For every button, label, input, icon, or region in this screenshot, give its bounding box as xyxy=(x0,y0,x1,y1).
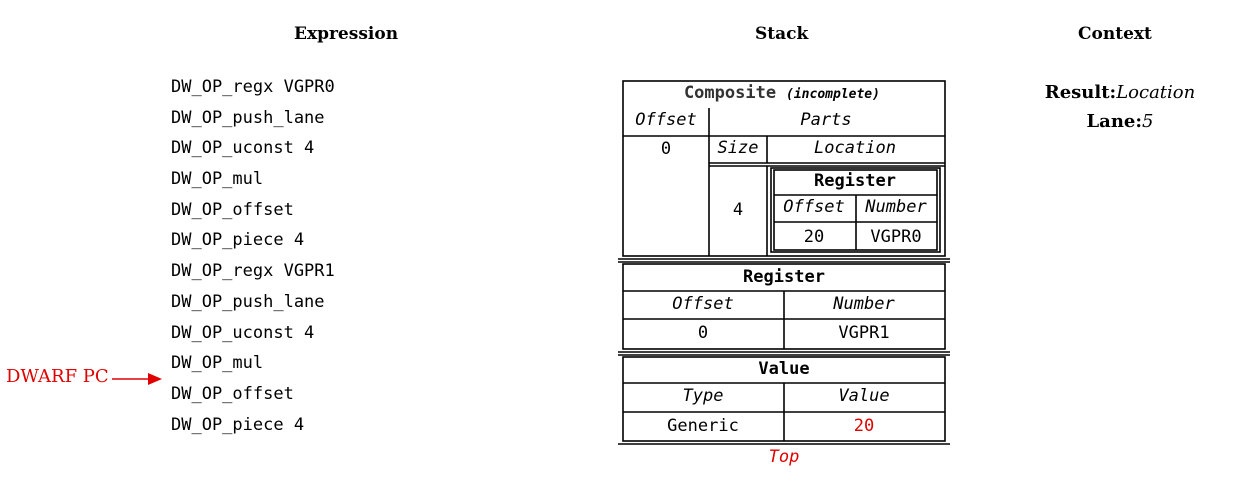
expression-op: DW_OP_mul xyxy=(171,353,264,374)
expression-op-list: DW_OP_regx VGPR0 DW_OP_push_lane DW_OP_u… xyxy=(171,72,335,440)
composite-entry-box xyxy=(622,80,946,257)
inner-register-title: Register xyxy=(814,171,896,191)
context-lane-label: Lane: xyxy=(1086,111,1143,132)
expression-op: DW_OP_uconst 4 xyxy=(171,138,315,159)
composite-parts-label: Parts xyxy=(800,110,851,130)
expression-op: DW_OP_offset xyxy=(171,383,294,404)
inner-register-box xyxy=(770,167,941,253)
context-panel: Result:Location Lane:5 xyxy=(1020,78,1220,136)
register-entry-title: Register xyxy=(743,267,825,287)
value-entry-value-label: Value xyxy=(838,386,889,406)
stack-top-label: Top xyxy=(769,447,800,467)
context-result-value: Location xyxy=(1116,82,1196,103)
value-entry-type-label: Type xyxy=(683,386,724,406)
composite-size-value: 4 xyxy=(733,200,743,220)
expression-op: DW_OP_push_lane xyxy=(171,107,325,128)
context-result-label: Result: xyxy=(1044,82,1117,103)
value-entry-type-value: Generic xyxy=(667,416,739,436)
expression-op: DW_OP_uconst 4 xyxy=(171,322,315,343)
expression-header: Expression xyxy=(294,24,399,44)
expression-op: DW_OP_regx VGPR1 xyxy=(171,261,335,282)
register-entry-number-label: Number xyxy=(832,294,895,314)
inner-register-number-value: VGPR0 xyxy=(870,227,921,247)
expression-op: DW_OP_piece 4 xyxy=(171,230,305,251)
context-lane: Lane:5 xyxy=(1020,107,1220,136)
composite-offset-label: Offset xyxy=(635,110,696,130)
expression-op: DW_OP_regx VGPR0 xyxy=(171,77,335,97)
expression-op: DW_OP_offset xyxy=(171,199,294,220)
expression-op: DW_OP_push_lane xyxy=(171,291,325,312)
expression-op: DW_OP_mul xyxy=(171,169,264,190)
stack-header: Stack xyxy=(755,24,809,44)
dwarf-pc-label: DWARF PC xyxy=(6,366,109,387)
value-entry-title: Value xyxy=(758,359,809,379)
dwarf-pc-arrow-icon xyxy=(112,373,162,385)
composite-title: Composite xyxy=(684,83,776,103)
register-entry-offset-value: 0 xyxy=(698,323,708,343)
value-entry-value-value: 20 xyxy=(854,416,874,436)
expression-op: DW_OP_piece 4 xyxy=(171,414,305,435)
inner-register-offset-value: 20 xyxy=(804,227,824,247)
composite-location-label: Location xyxy=(814,138,896,158)
inner-register-number-label: Number xyxy=(864,197,927,217)
context-lane-value: 5 xyxy=(1142,111,1154,132)
composite-subtitle: (incomplete) xyxy=(786,87,880,102)
inner-register-offset-label: Offset xyxy=(783,197,844,217)
register-entry-number-value: VGPR1 xyxy=(838,323,889,343)
context-result: Result:Location xyxy=(1020,78,1220,107)
composite-offset-value: 0 xyxy=(661,139,671,159)
composite-size-label: Size xyxy=(718,138,759,158)
context-header: Context xyxy=(1078,24,1152,44)
register-entry-offset-label: Offset xyxy=(672,294,733,314)
